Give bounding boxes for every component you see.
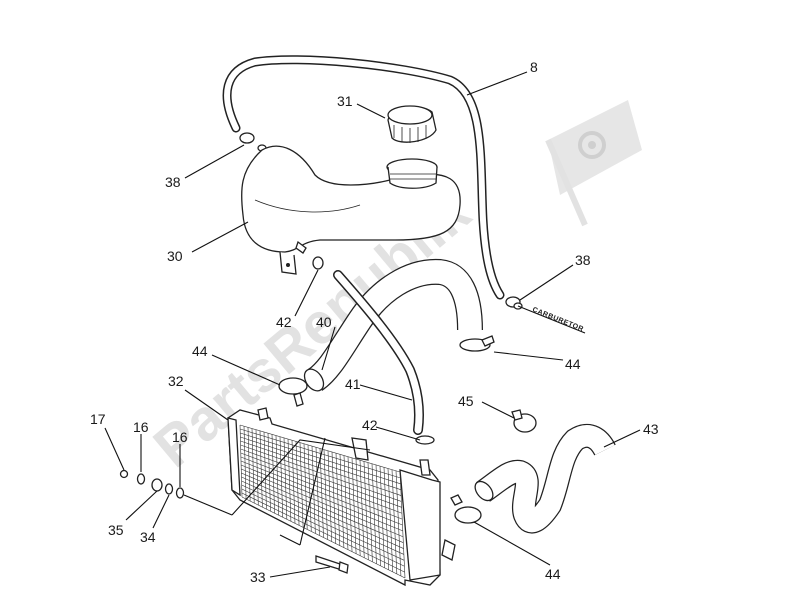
callout-40: 40	[316, 314, 332, 330]
vent-hose-41	[333, 270, 424, 435]
callout-38-right: 38	[575, 252, 591, 268]
carburetor-annotation: CARBURETOR	[517, 305, 586, 334]
callout-44-lower: 44	[545, 566, 561, 582]
overflow-hose-8	[222, 55, 505, 300]
washer-16-right	[175, 487, 185, 499]
callout-41: 41	[345, 376, 361, 392]
callout-30: 30	[167, 248, 183, 264]
callout-42-upper: 42	[276, 314, 292, 330]
callout-17: 17	[90, 411, 106, 427]
leader-lines	[104, 71, 641, 578]
radiator-hose-40	[303, 258, 483, 392]
bolt-33	[315, 555, 349, 574]
radiator-32	[227, 407, 456, 587]
callout-42-lower: 42	[362, 417, 378, 433]
radiator-hose-43	[474, 423, 616, 534]
callout-43: 43	[643, 421, 659, 437]
callout-44-left: 44	[192, 343, 208, 359]
callout-32: 32	[168, 373, 184, 389]
callout-34: 34	[140, 529, 156, 545]
grommet-35	[151, 478, 163, 492]
watermark-flag-icon	[545, 100, 642, 227]
expansion-tank-30	[241, 145, 461, 275]
hose-clamp-44-lower	[450, 494, 482, 524]
hose-clamp-44-upper-right	[459, 335, 495, 352]
assembly-lines	[231, 437, 371, 546]
washer-16-left	[136, 473, 146, 485]
callout-16-right: 16	[172, 429, 188, 445]
hose-clamp-42-upper	[312, 256, 324, 270]
callout-38-top: 38	[165, 174, 181, 190]
radiator-core-fins	[239, 424, 406, 579]
radiator-cap-31	[387, 105, 437, 143]
callout-labels: 8 31 38 38 30 42 40 44 44 32 41 45 43 17…	[90, 59, 659, 585]
carburetor-text: CARBURETOR	[531, 306, 584, 333]
spacer-34	[164, 483, 174, 495]
callout-45: 45	[458, 393, 474, 409]
nut-17	[119, 469, 129, 479]
hardware-stack	[119, 469, 233, 516]
callout-31: 31	[337, 93, 353, 109]
hose-clamp-45	[511, 409, 537, 433]
callout-16-left: 16	[133, 419, 149, 435]
hose-clamp-42-lower	[415, 435, 435, 445]
callout-33: 33	[250, 569, 266, 585]
hose-clamp-44-left	[278, 377, 308, 407]
callout-8: 8	[530, 59, 538, 75]
callout-44-upper-right: 44	[565, 356, 581, 372]
callout-35: 35	[108, 522, 124, 538]
hose-clamp-38-top	[239, 132, 267, 152]
